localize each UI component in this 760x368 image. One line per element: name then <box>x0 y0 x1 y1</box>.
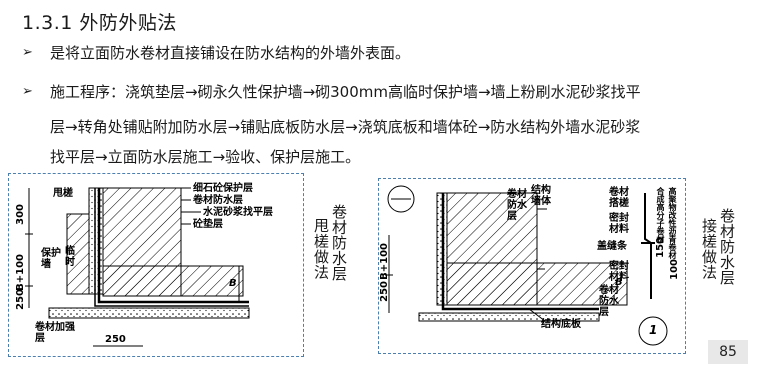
label-xishi: 细石砼保护层 <box>193 183 253 194</box>
label-mifeng-2: 密封材料 <box>609 261 629 283</box>
figure-jiecha-drawing <box>385 185 668 346</box>
label-juancai: 卷材防水层 <box>193 195 243 206</box>
figure-weiyang-drawing <box>25 187 250 347</box>
caption-weiyang-b: 卷材防水层 <box>330 204 348 282</box>
note-gaojuwu: 高聚物改性沥青卷材 <box>668 187 677 259</box>
label-jiaqiangceng: 卷材加强层 <box>35 322 75 344</box>
label-baohuqiang: 保护墙 <box>41 248 61 270</box>
dim-b: B <box>615 277 623 288</box>
circle-number: 1 <box>649 323 658 337</box>
label-dianceng: 砼垫层 <box>193 219 223 230</box>
bullet-continuation: 层→转角处铺贴附加防水层→铺贴底板防水层→浇筑底板和墙体砼→防水结构外墙水泥砂浆 <box>50 118 641 136</box>
figure-weiyang: 甩槎 保护墙 临时 卷材加强层 细石砼保护层 卷材防水层 水泥砂浆找平层 砼垫层… <box>8 173 304 357</box>
note-hecheng: 合成高分子卷材 <box>656 187 665 243</box>
bullet-continuation: 找平层→立面防水层施工→验收、保护层施工。 <box>50 148 361 166</box>
dim-250: 250 <box>15 289 26 310</box>
caption-jiecha-b: 卷材防水层 <box>718 208 736 286</box>
label-gaifeng: 盖缝条 <box>597 241 627 252</box>
label-linshi: 临时 <box>65 246 75 268</box>
dim-250: 250 <box>379 281 390 302</box>
slide-title: 1.3.1 外防外贴法 <box>22 12 177 34</box>
label-juancai-fs: 卷材防水层 <box>507 189 527 222</box>
dim-b100: B+100 <box>379 243 390 280</box>
label-juancai-tc: 卷材搭槎 <box>609 187 629 209</box>
label-struct-wall: 结构墙体 <box>531 185 551 207</box>
dim-b100: B+100 <box>15 254 26 291</box>
caption-weiyang-a: 甩槎做法 <box>312 218 330 280</box>
dim-b: B <box>229 278 237 289</box>
dim-100: 100 <box>669 259 680 280</box>
dim-250-h: 250 <box>105 334 126 345</box>
label-struct-floor: 结构底板 <box>541 319 581 330</box>
page-number: 85 <box>708 340 748 364</box>
dim-150: 150 <box>655 237 666 258</box>
figure-jiecha: 结构墙体 卷材防水层 卷材搭槎 密封材料 盖缝条 密封材料 卷材防水层 结构底板… <box>378 178 686 354</box>
bullet-text: 是将立面防水卷材直接铺设在防水结构的外墙外表面。 <box>50 44 411 62</box>
arrow-bullet-icon: ➢ <box>22 84 33 99</box>
dim-300: 300 <box>15 204 26 225</box>
caption-jiecha-a: 接槎做法 <box>700 218 718 280</box>
label-juancai-fs-2: 卷材防水层 <box>599 285 619 318</box>
label-weiyang: 甩槎 <box>53 188 73 199</box>
label-mifeng-1: 密封材料 <box>609 213 629 235</box>
arrow-bullet-icon: ➢ <box>22 45 33 60</box>
bullet-text: 施工程序：浇筑垫层→砌永久性保护墙→砌300mm高临时保护墙→墙上粉刷水泥砂浆找… <box>50 83 641 101</box>
label-shuini: 水泥砂浆找平层 <box>203 207 273 218</box>
